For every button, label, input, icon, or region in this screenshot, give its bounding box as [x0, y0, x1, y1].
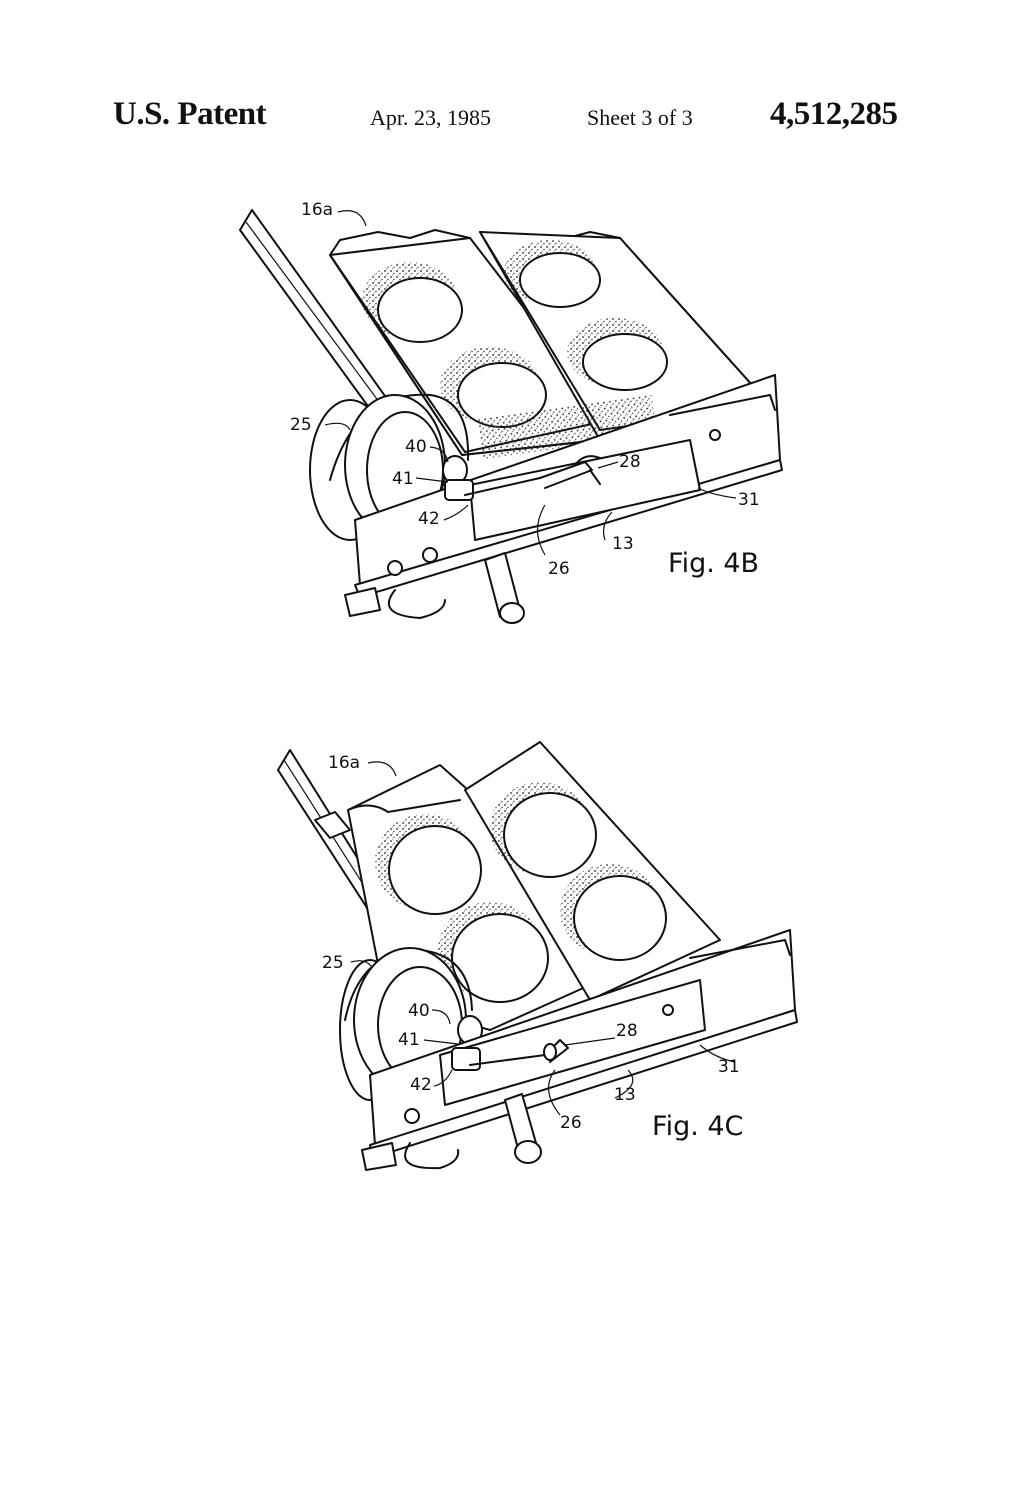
tray-right [464, 741, 721, 1001]
patent-number: 4,512,285 [770, 96, 898, 132]
label-42: 42 [418, 509, 440, 529]
leader-lines [324, 210, 737, 556]
tray-right [477, 231, 771, 459]
label-28: 28 [616, 1021, 638, 1041]
switch-linkage [442, 455, 601, 501]
label-26: 26 [560, 1113, 582, 1133]
label-25: 25 [290, 415, 312, 435]
label-13: 13 [614, 1085, 636, 1105]
tray-left [329, 229, 611, 456]
label-40: 40 [405, 437, 427, 457]
bottom-rail [361, 1093, 542, 1171]
label-41: 41 [398, 1030, 420, 1050]
leader-lines [350, 761, 736, 1116]
figure-4c-caption: Fig. 4C [652, 1111, 743, 1142]
label-25: 25 [322, 953, 344, 973]
label-41: 41 [392, 469, 414, 489]
patent-date: Apr. 23, 1985 [370, 105, 491, 130]
figure-4b-drawing: 16a 25 40 41 42 28 31 26 13 Fig. 4B [239, 200, 783, 624]
label-31: 31 [738, 490, 760, 510]
bottom-rail [344, 552, 525, 624]
figure-4c-drawing: 16a 25 40 41 42 28 31 26 13 Fig. 4C [277, 741, 798, 1171]
label-13: 13 [612, 534, 634, 554]
label-16a: 16a [328, 753, 360, 773]
figure-4b-caption: Fig. 4B [668, 548, 759, 579]
patent-label: U.S. Patent [113, 96, 267, 132]
label-31: 31 [718, 1057, 740, 1077]
label-28: 28 [619, 452, 641, 472]
label-16a: 16a [301, 200, 333, 220]
label-26: 26 [548, 559, 570, 579]
switch-linkage [451, 1039, 569, 1071]
sheet-number: Sheet 3 of 3 [587, 105, 693, 130]
label-42: 42 [410, 1075, 432, 1095]
bracket-plate [369, 929, 798, 1159]
label-40: 40 [408, 1001, 430, 1021]
